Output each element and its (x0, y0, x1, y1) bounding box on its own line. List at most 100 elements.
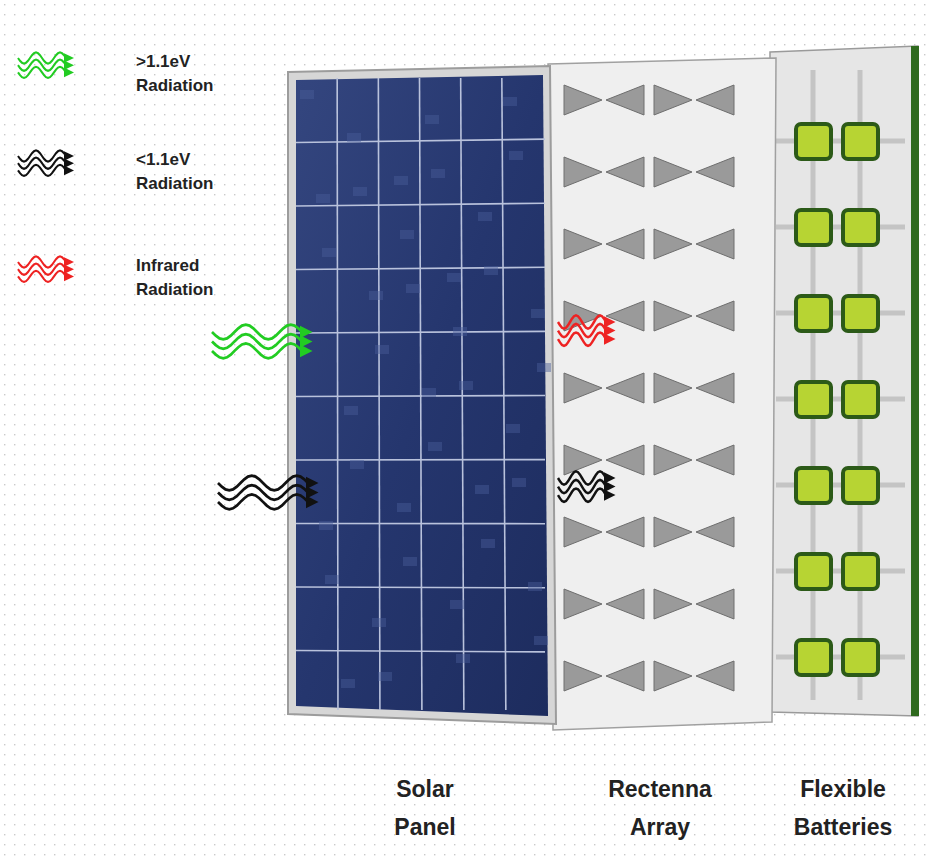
cell-mottle (319, 521, 333, 530)
cell-mottle (372, 618, 386, 627)
antenna-wing (654, 661, 692, 691)
radiation-wave (18, 52, 74, 78)
antenna-wing (696, 301, 734, 331)
battery-cell (796, 554, 831, 589)
wave-line (558, 333, 606, 346)
cell-mottle (322, 248, 336, 257)
antenna-wing (564, 445, 602, 475)
antenna-wing (696, 229, 734, 259)
cell-mottle (478, 212, 492, 221)
cell-line (296, 139, 545, 142)
cell-mottle (394, 176, 408, 185)
battery-cell (843, 296, 878, 331)
wave-line (558, 489, 606, 502)
cell-mottle (528, 582, 542, 591)
antenna-wing (696, 157, 734, 187)
cell-mottle (456, 654, 470, 663)
antenna-wing (696, 373, 734, 403)
antenna-wing (696, 661, 734, 691)
cell-mottle (403, 557, 417, 566)
wave-head (64, 166, 74, 176)
antenna-wing (654, 373, 692, 403)
cell-line (296, 586, 545, 588)
wave-head (64, 68, 74, 78)
wave-head (64, 272, 74, 282)
cell-mottle (422, 388, 436, 397)
battery-cell (843, 554, 878, 589)
antenna-wing (654, 157, 692, 187)
wave-line (212, 325, 302, 340)
cell-line (296, 523, 545, 525)
antenna-wing (606, 157, 644, 187)
cell-mottle (378, 672, 392, 681)
wave-line (558, 471, 606, 484)
cell-line (296, 203, 545, 206)
cell-mottle (509, 151, 523, 160)
antenna-wing (606, 445, 644, 475)
antenna-wing (606, 661, 644, 691)
radiation-wave (558, 471, 616, 501)
wave-line (218, 495, 308, 510)
cell-mottle (350, 460, 364, 469)
cell-mottle (347, 133, 361, 142)
cell-line (502, 78, 506, 710)
radiation-wave (212, 325, 313, 359)
cell-mottle (375, 345, 389, 354)
cell-mottle (534, 636, 548, 645)
wave-head (306, 496, 319, 509)
part-label: Solar Panel (375, 770, 475, 846)
antenna-wing (696, 517, 734, 547)
antenna-wing (564, 661, 602, 691)
wave-line (18, 67, 66, 78)
cell-mottle (503, 97, 517, 106)
radiation-wave (218, 476, 319, 510)
wave-line (18, 158, 66, 169)
wave-line (212, 344, 302, 359)
antenna-wing (654, 85, 692, 115)
antenna-wing (606, 229, 644, 259)
cell-mottle (537, 363, 551, 372)
part-label: Rectenna Array (595, 770, 725, 846)
cell-mottle (353, 187, 367, 196)
radiation-wave (558, 315, 616, 345)
wave-line (18, 150, 66, 161)
battery-cell (843, 210, 878, 245)
cell-mottle (450, 600, 464, 609)
antenna-wing (654, 229, 692, 259)
legend-label: Infrared Radiation (136, 254, 254, 302)
wave-head (604, 489, 616, 500)
legend-label: >1.1eV Radiation (136, 50, 254, 98)
cell-line (296, 267, 545, 269)
wave-line (18, 264, 66, 275)
part-label: Flexible Batteries (768, 770, 918, 846)
cell-mottle (400, 230, 414, 239)
cell-mottle (453, 327, 467, 336)
wave-line (558, 324, 606, 337)
antenna-wing (564, 589, 602, 619)
antenna-wing (606, 301, 644, 331)
cell-mottle (475, 485, 489, 494)
cell-mottle (300, 90, 314, 99)
cell-mottle (341, 679, 355, 688)
battery-cell (843, 640, 878, 675)
antenna-wing (564, 229, 602, 259)
battery-cell (843, 468, 878, 503)
battery-cell (796, 296, 831, 331)
battery-cell (843, 382, 878, 417)
antenna-wing (606, 85, 644, 115)
antenna-wing (564, 157, 602, 187)
wave-line (218, 476, 308, 491)
radiation-wave (18, 150, 74, 176)
cell-mottle (431, 169, 445, 178)
rectenna-sheet (548, 58, 776, 730)
cell-line (336, 78, 338, 710)
cell-line (461, 78, 464, 710)
cell-mottle (397, 503, 411, 512)
cell-mottle (428, 442, 442, 451)
antenna-wing (654, 445, 692, 475)
cell-mottle (316, 194, 330, 203)
wave-line (558, 480, 606, 493)
cell-mottle (484, 266, 498, 275)
cell-line (296, 396, 545, 397)
antenna-wing (654, 589, 692, 619)
